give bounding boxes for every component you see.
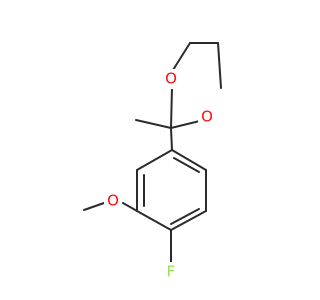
atom-symbol: F bbox=[167, 263, 176, 281]
bond bbox=[170, 208, 200, 225]
bond bbox=[170, 127, 173, 151]
atom-labels: O O O F bbox=[104, 69, 216, 282]
atom-label-background bbox=[162, 69, 180, 89]
bond bbox=[170, 86, 173, 129]
bond bbox=[172, 42, 191, 71]
atom-symbol: O bbox=[201, 108, 213, 126]
bonds bbox=[83, 42, 222, 264]
atom-symbol: O bbox=[107, 192, 119, 210]
bond bbox=[173, 157, 200, 173]
bond bbox=[217, 42, 222, 89]
bond bbox=[122, 202, 138, 212]
atom-label-o2: O bbox=[198, 107, 216, 127]
molecule-structure: O O O F bbox=[83, 42, 222, 282]
bond bbox=[83, 202, 105, 211]
atom-label-o3: O bbox=[104, 191, 122, 211]
atom-label-background bbox=[104, 191, 122, 211]
atom-label-background bbox=[162, 262, 180, 282]
atom-label-background bbox=[198, 107, 216, 127]
bond bbox=[171, 149, 207, 171]
atom-symbol: O bbox=[165, 70, 177, 88]
bond bbox=[135, 119, 172, 129]
bond bbox=[170, 210, 207, 231]
atom-label-o1: O bbox=[162, 69, 180, 89]
atom-label-f1: F bbox=[162, 262, 180, 282]
bond bbox=[136, 210, 172, 231]
bond bbox=[136, 149, 173, 171]
